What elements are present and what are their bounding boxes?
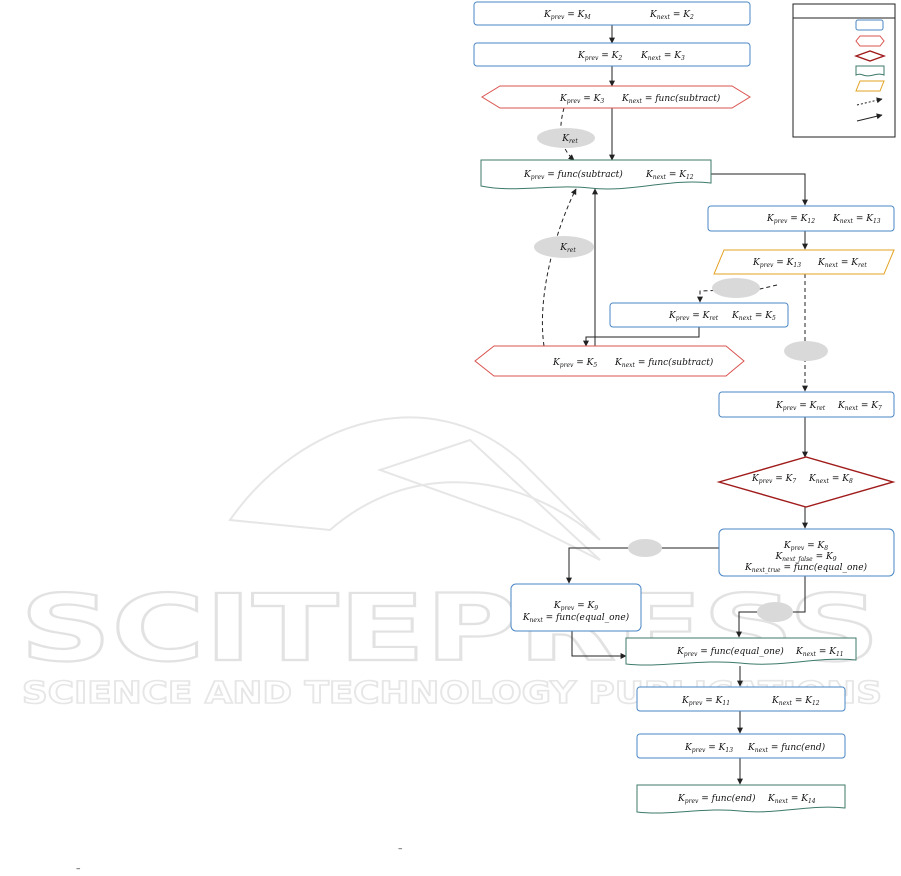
edge-n4-n5 <box>711 173 808 206</box>
watermark-logo-arc-2 <box>376 438 601 561</box>
edge-label-kret-1: Kret <box>561 134 578 145</box>
node-n8-shape <box>474 345 745 377</box>
edge-label-oval-kret-2 <box>534 236 594 258</box>
node-n8: Kprev = K5 Knext = func(subtract) <box>474 345 745 377</box>
edge-label-oval-6 <box>757 602 793 622</box>
node-n10: Kprev = K7 Knext = K8 <box>716 456 896 508</box>
node-n7-shape <box>609 302 789 328</box>
node-n2-a: Kprev = K2 <box>577 51 622 62</box>
node-n16-b: Knext = K14 <box>767 794 816 805</box>
node-n3: Kprev = K3 Knext = func(subtract) <box>481 85 751 109</box>
edge-n11-n12 <box>566 547 719 584</box>
node-n2-b: Knext = K3 <box>640 51 685 62</box>
node-n4-shape <box>480 159 712 190</box>
watermark-logo-arc <box>228 416 601 541</box>
red-diamond-icon <box>853 50 887 62</box>
node-n6-shape <box>713 249 895 275</box>
dashed-arrow-icon <box>856 97 883 106</box>
green-wave-icon <box>855 65 885 77</box>
stray-mark-2: – <box>76 864 81 874</box>
edge-n8-n4-dashed <box>541 188 577 347</box>
node-n8-b: Knext = func(subtract) <box>614 357 714 369</box>
node-n16-shape <box>636 784 846 814</box>
node-n13: Kprev = func(equal_one) Knext = K11 <box>625 637 857 666</box>
node-n11: Kprev = K8 Knext_false = K9 Knext_true =… <box>718 528 895 577</box>
node-n6-a: Kprev = K13 <box>752 258 801 269</box>
node-n16-a: Kprev = func(end) <box>677 793 756 805</box>
node-n13-a: Kprev = func(equal_one) <box>676 646 784 658</box>
stray-mark-1: – <box>398 844 403 854</box>
orange-parallelogram-icon <box>855 80 885 92</box>
node-n5: Kprev = K12 Knext = K13 <box>707 205 895 232</box>
node-n8-a: Kprev = K5 <box>552 358 597 369</box>
node-n10-a: Kprev = K7 <box>751 474 796 485</box>
node-n11-l2: Knext_false = K9 <box>774 552 836 563</box>
node-n15-b: Knext = func(end) <box>747 742 826 754</box>
blue-rect-icon <box>855 19 884 31</box>
watermark: SCITEPRESS SCIENCE AND TECHNOLOGY PUBLIC… <box>19 416 883 712</box>
edge-n6-n7-dashed <box>697 284 778 303</box>
node-n2: Kprev = K2 Knext = K3 <box>473 42 751 67</box>
node-n14-shape <box>636 686 846 712</box>
node-n3-shape <box>481 85 751 109</box>
node-n3-a: Kprev = K3 <box>559 94 604 105</box>
node-n1-b: Knext = K2 <box>649 10 694 21</box>
edge-label-oval-5 <box>628 539 662 557</box>
node-n4-a: Kprev = func(subtract) <box>523 169 623 181</box>
node-n2-shape <box>473 42 751 67</box>
node-n12-shape <box>510 583 642 632</box>
edge-n12-n13 <box>571 631 627 659</box>
node-n11-l1: Kprev = K8 <box>783 541 828 552</box>
node-n9-shape <box>718 391 895 418</box>
node-n6: Kprev = K13 Knext = Kret <box>713 249 895 275</box>
edge-label-oval-kret-1 <box>537 128 595 148</box>
node-n14-b: Knext = K12 <box>771 696 820 707</box>
node-n12: Kprev = K9 Knext = func(equal_one) <box>510 583 642 632</box>
node-n1: Kprev = KM Knext = K2 <box>473 1 751 26</box>
node-n1-shape <box>473 1 751 26</box>
legend <box>792 3 896 138</box>
node-n11-shape <box>718 528 895 577</box>
node-n14-a: Kprev = K11 <box>681 696 730 707</box>
node-n9-a: Kprev = Kret <box>775 401 826 412</box>
node-n3-b: Knext = func(subtract) <box>621 93 721 105</box>
node-n11-l3: Knext_true = func(equal_one) <box>744 562 868 574</box>
node-n6-b: Knext = Kret <box>817 258 867 269</box>
solid-arrow-icon <box>856 113 883 122</box>
node-n16: Kprev = func(end) Knext = K14 <box>636 784 846 814</box>
watermark-title: SCITEPRESS <box>20 575 880 682</box>
node-n4: Kprev = func(subtract) Knext = K12 <box>480 159 712 190</box>
node-n5-b: Knext = K13 <box>832 214 881 225</box>
node-n7-a: Kprev = Kret <box>668 311 719 322</box>
edge-labels: Kret Kret <box>534 128 828 622</box>
node-n12-l2: Knext = func(equal_one) <box>522 612 630 624</box>
edge-label-oval-3 <box>712 278 760 298</box>
node-n9-b: Knext = K7 <box>837 401 882 412</box>
edge-n7-n8 <box>583 327 700 347</box>
node-n13-shape <box>625 637 857 666</box>
node-n7-b: Knext = K5 <box>731 311 776 322</box>
node-n15-a: Kprev = K13 <box>684 743 733 754</box>
node-n5-shape <box>707 205 895 232</box>
node-n10-shape <box>716 456 896 508</box>
node-n10-b: Knext = K8 <box>808 474 853 485</box>
edge-label-oval-4 <box>784 341 828 361</box>
edge-label-kret-2: Kret <box>559 243 576 254</box>
node-n7: Kprev = Kret Knext = K5 <box>609 302 789 328</box>
node-n9: Kprev = Kret Knext = K7 <box>718 391 895 418</box>
node-n4-b: Knext = K12 <box>645 170 694 181</box>
node-n12-l1: Kprev = K9 <box>553 601 598 612</box>
node-n15-shape <box>636 733 846 759</box>
node-n14: Kprev = K11 Knext = K12 <box>636 686 846 712</box>
node-n1-a: Kprev = KM <box>543 10 591 21</box>
node-n15: Kprev = K13 Knext = func(end) <box>636 733 846 759</box>
node-n5-a: Kprev = K12 <box>766 214 815 225</box>
red-hexagon-icon <box>855 35 885 47</box>
node-n13-b: Knext = K11 <box>795 647 844 658</box>
